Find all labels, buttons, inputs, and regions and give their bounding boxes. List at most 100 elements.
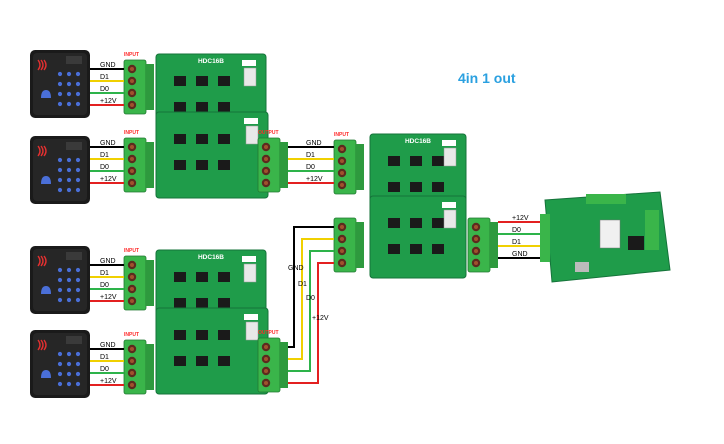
terminal-screw-head [130,371,134,375]
ic-chip [388,156,400,166]
jumper [242,60,256,66]
ic-chip [218,76,230,86]
keypad-key [57,287,63,293]
terminal-screw-head [340,147,344,151]
rfid-wave [40,339,44,351]
wire-label: GND [100,62,116,69]
terminal-plug [146,344,154,390]
ic-chip [388,244,400,254]
terminal-screw-head [340,171,344,175]
terminal-screw-head [474,249,478,253]
wire-label: D0 [306,164,315,171]
wire-label: D0 [306,295,315,302]
terminal-label-output: OUTPUT [258,330,279,336]
diagram-title: 4in 1 out [458,70,516,86]
wire-label: +12V [100,378,117,385]
pcb-board-icon [369,195,467,279]
ic-chip [432,182,444,192]
card-reader-icon [30,136,90,204]
keypad-key [66,177,72,183]
keypad-key [66,361,72,367]
wire-label: +12V [306,176,323,183]
terminal-screw-head [130,359,134,363]
bell-icon [41,370,51,378]
terminal-block [123,59,154,115]
rfid-wave [43,145,47,157]
ic-chip [174,76,186,86]
board-label: HDC16B [405,138,431,145]
wire-label: GND [100,140,116,147]
keypad-key [57,297,63,303]
keypad-key [57,277,63,283]
pcb-body [369,195,467,279]
terminal-screw-head [264,181,268,185]
wire-label: +12V [100,98,117,105]
ic-chip [218,102,230,112]
terminal-label-input: INPUT [124,130,139,136]
ic-chip [432,244,444,254]
rfid-wave [43,339,47,351]
terminal-screw-head [130,79,134,83]
rfid-wave [37,145,41,157]
pcb-board-icon [155,111,269,199]
terminal-block [333,217,364,273]
wire-label: GND [512,251,528,258]
relay [245,125,259,145]
terminal-plug [146,260,154,306]
ic-chip [174,272,186,282]
rfid-wave [37,255,41,267]
ic-chip [196,160,208,170]
keypad-key [75,371,81,377]
terminal-screw-head [130,275,134,279]
ic-chip [410,156,422,166]
rfid-wave [40,145,44,157]
wire-label: D0 [100,164,109,171]
ic-chip [196,102,208,112]
terminal-screw-head [130,103,134,107]
keypad-key [75,361,81,367]
terminal-screw-head [130,347,134,351]
ic-chip [196,134,208,144]
keypad-key [66,81,72,87]
reader-window [66,56,82,64]
terminal-label-input: INPUT [124,332,139,338]
terminal-screw-head [264,145,268,149]
ic-chip [196,272,208,282]
terminal-screw-head [130,67,134,71]
wire-label: D1 [100,74,109,81]
keypad-key [75,157,81,163]
keypad-key [57,157,63,163]
keypad-key [57,371,63,377]
relay [243,67,257,87]
wire-label: D1 [100,152,109,159]
ic-chip [218,330,230,340]
keypad-key [57,177,63,183]
keypad-key [75,187,81,193]
keypad-key [75,277,81,283]
ic-chip [174,298,186,308]
keypad-key [75,177,81,183]
keypad-key [57,267,63,273]
terminal-screw-head [130,263,134,267]
wire-label: +12V [100,294,117,301]
wire-label: +12V [512,215,529,222]
wire-label: GND [100,342,116,349]
terminal-block [257,337,288,393]
terminal-screw-head [474,225,478,229]
terminal-plug [280,342,288,388]
ic-chip [174,330,186,340]
keypad-key [66,381,72,387]
keypad-key [75,381,81,387]
keypad-key [75,351,81,357]
rfid-wave [43,255,47,267]
ic-chip [218,356,230,366]
keypad-key [57,101,63,107]
reader-window [66,336,82,344]
keypad-key [57,187,63,193]
reader-window [66,142,82,150]
relay [245,321,259,341]
pcb-body [155,307,269,395]
wire [288,238,334,360]
controller-right-terminal [645,210,659,250]
keypad-key [57,81,63,87]
